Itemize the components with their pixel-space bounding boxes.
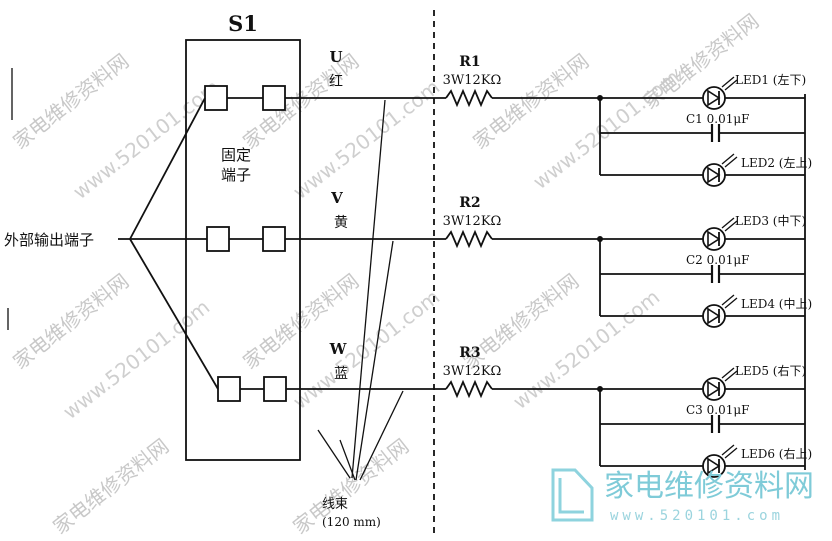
resistor-r1-spec: 3W12KΩ bbox=[443, 73, 502, 88]
led-bottom-label: LED6 (右上) bbox=[741, 446, 812, 461]
led-top-label: LED5 (右下) bbox=[735, 363, 806, 378]
resistor-r3-label: R3 bbox=[459, 345, 480, 361]
external-terminal-label: 外部输出端子 bbox=[4, 231, 94, 249]
phase-v-letter: V bbox=[330, 189, 343, 207]
wire-harness bbox=[317, 99, 404, 481]
resistor-r2-label: R2 bbox=[459, 195, 480, 211]
logo-text: 家电维修资料网 bbox=[604, 469, 814, 504]
phase-v-color: 黄 bbox=[334, 214, 348, 231]
capacitor-label: C1 0.01μF bbox=[686, 112, 749, 126]
phase-network: LED1 (左下) C1 0.01μF LED2 (左上) bbox=[597, 72, 812, 187]
logo-url: www.520101.com bbox=[610, 508, 784, 524]
capacitor-label: C3 0.01μF bbox=[686, 403, 749, 417]
phase-u-color: 红 bbox=[329, 74, 343, 90]
external-lead-w bbox=[129, 238, 219, 390]
phase-network: LED3 (中下) C2 0.01μF LED4 (中上) bbox=[597, 213, 812, 328]
watermark-text: 家电维修资料网 bbox=[8, 269, 133, 374]
phase-u-letter: U bbox=[329, 48, 342, 66]
led-diode bbox=[702, 444, 738, 478]
led-bottom-label: LED4 (中上) bbox=[741, 296, 812, 311]
phase-w-letter: W bbox=[329, 340, 348, 358]
led-top-label: LED3 (中下) bbox=[735, 213, 806, 228]
terminal-v-outer bbox=[262, 226, 286, 252]
resistor-r2 bbox=[445, 229, 493, 249]
resistor-r3-spec: 3W12KΩ bbox=[443, 364, 502, 379]
s1-label: S1 bbox=[228, 11, 258, 36]
terminal-u-inner bbox=[204, 85, 228, 111]
led-diode bbox=[702, 294, 738, 328]
watermark-text: 家电维修资料网 bbox=[48, 434, 173, 539]
phase-w-color: 蓝 bbox=[334, 366, 348, 382]
resistor-r1 bbox=[445, 88, 493, 108]
watermark-text: 家电维修资料网 bbox=[8, 49, 133, 154]
terminal-label-line1: 固定 bbox=[221, 146, 251, 164]
external-lead-u bbox=[129, 97, 206, 240]
resistor-r1-label: R1 bbox=[459, 54, 480, 70]
terminal-u-outer bbox=[262, 85, 286, 111]
led-diode bbox=[702, 217, 738, 251]
harness-label: 线束 bbox=[322, 497, 348, 512]
led-networks: LED1 (左下) C1 0.01μF LED2 (左上) LED3 (中下) C2 0… bbox=[597, 72, 812, 478]
led-top-label: LED1 (左下) bbox=[735, 72, 806, 87]
terminal-w-inner bbox=[217, 376, 241, 402]
led-bottom-label: LED2 (左上) bbox=[741, 155, 812, 170]
led-diode bbox=[702, 76, 738, 110]
resistor-r2-spec: 3W12KΩ bbox=[443, 214, 502, 229]
s1-enclosure bbox=[185, 39, 301, 461]
phase-network: LED5 (右下) C3 0.01μF LED6 (右上) bbox=[597, 363, 812, 478]
harness-length: (120 mm) bbox=[322, 515, 381, 529]
terminal-label-line2: 端子 bbox=[221, 166, 251, 184]
resistor-r3 bbox=[445, 379, 493, 399]
led-diode bbox=[702, 153, 738, 187]
terminal-v-inner bbox=[206, 226, 230, 252]
led-diode bbox=[702, 367, 738, 401]
capacitor-label: C2 0.01μF bbox=[686, 253, 749, 267]
watermark-logo: 家电维修资料网 www.520101.com bbox=[551, 468, 814, 524]
terminal-w-outer bbox=[263, 376, 287, 402]
